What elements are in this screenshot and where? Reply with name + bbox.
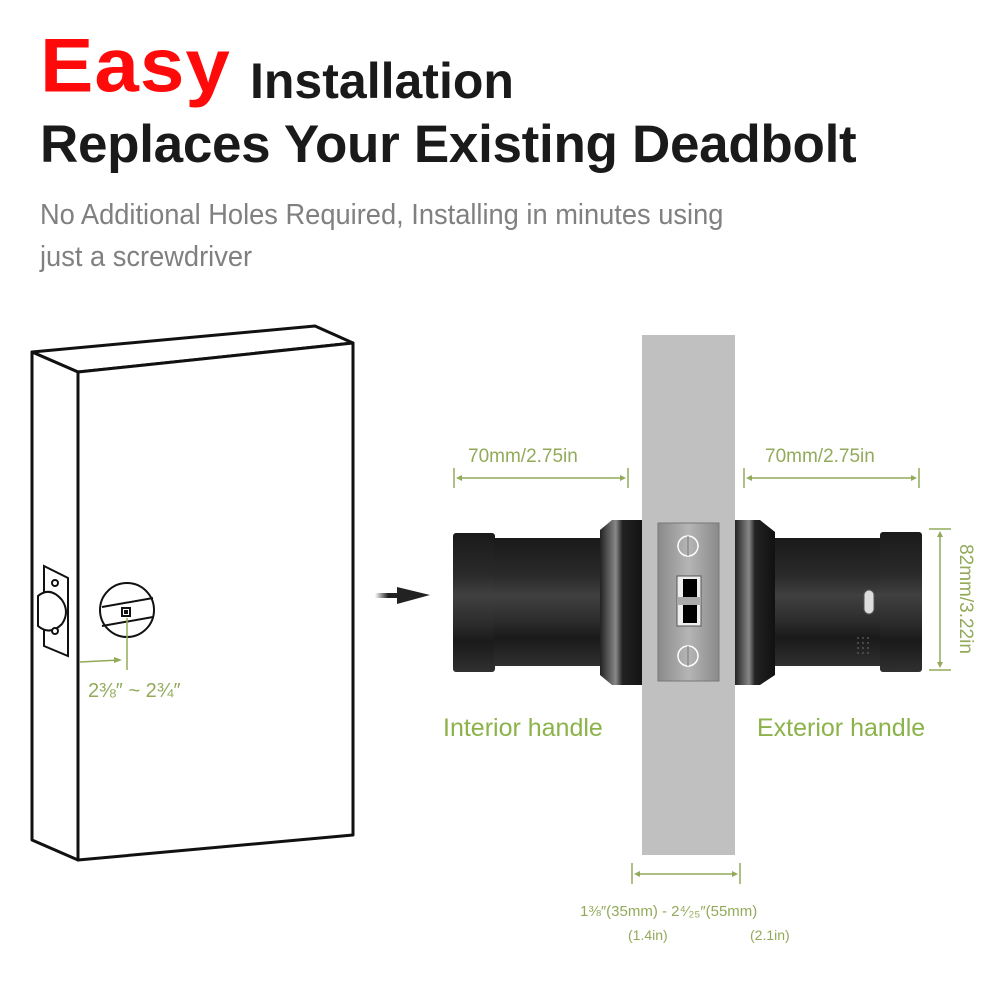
description-line-2: just a screwdriver	[40, 241, 253, 273]
interior-width-label: 70mm/2.75in	[468, 446, 578, 467]
door-thickness-min-inches: (1.4in)	[628, 927, 668, 943]
description: No Additional Holes Required, Installing…	[40, 194, 867, 278]
exterior-handle	[735, 520, 922, 685]
door-thickness-range: 1⅜″(35mm) - 2⁴⁄₂₅″(55mm)	[580, 903, 758, 920]
description-line-1: No Additional Holes Required, Installing…	[40, 199, 724, 231]
heading-title: Installation	[250, 53, 514, 109]
backset-dimension	[79, 618, 128, 670]
heading-subtitle-bold: Replaces Your Existing Deadbolt	[40, 115, 857, 174]
door-thickness-max-inches: (2.1in)	[750, 927, 790, 943]
interior-handle-label: Interior handle	[443, 714, 603, 742]
latch-plate	[657, 522, 720, 682]
exterior-handle-label: Exterior handle	[757, 714, 926, 742]
latch-plate-icon	[37, 564, 69, 658]
usb-c-port-icon	[863, 589, 875, 615]
exterior-width-label: 70mm/2.75in	[765, 446, 875, 467]
height-label: 82mm/3.22in	[955, 544, 976, 654]
interior-handle	[453, 520, 645, 685]
backset-label: 2⅜″ ~ 2¾″	[88, 680, 181, 702]
dimension-lines	[453, 468, 951, 884]
keypad-dots-icon	[857, 637, 869, 654]
heading-highlight: Easy	[40, 23, 231, 108]
